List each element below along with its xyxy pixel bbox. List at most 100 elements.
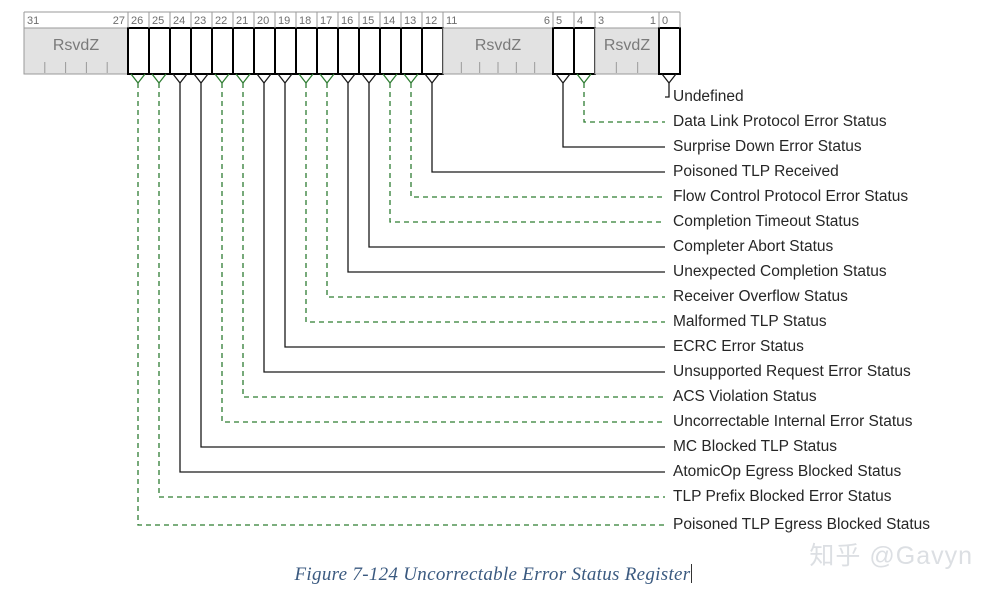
bit-number-13: 13 <box>404 15 416 27</box>
callout-label-bit-25: TLP Prefix Blocked Error Status <box>673 488 892 505</box>
field-bit-20 <box>253 27 276 75</box>
bit-number-19: 19 <box>278 15 290 27</box>
callout-leader-path <box>305 83 665 323</box>
bit-number-11: 11 <box>446 15 457 27</box>
callout-arrow-head <box>340 73 356 85</box>
figure-caption: Figure 7-124 Uncorrectable Error Status … <box>0 564 987 586</box>
callout-leader-bit-24 <box>172 73 665 473</box>
field-bit-19 <box>274 27 297 75</box>
bit-number-0: 0 <box>662 15 668 27</box>
callout-leader-path <box>179 83 665 473</box>
callout-arrow-head <box>298 73 314 85</box>
bit-cell-box <box>552 27 575 75</box>
bit-number-15: 15 <box>362 15 374 27</box>
field-rsvdz-31-27: RsvdZ <box>23 27 129 75</box>
bit-cell-box <box>573 27 596 75</box>
bit-cell-box <box>379 27 402 75</box>
callout-arrow-head <box>193 73 209 85</box>
callout-leader-path <box>263 83 665 373</box>
callout-leader-path <box>158 83 665 498</box>
field-bit-22 <box>211 27 234 75</box>
bit-number-16: 16 <box>341 15 353 27</box>
callout-arrow-head <box>424 73 440 85</box>
field-bit-18 <box>295 27 318 75</box>
callout-label-bit-24: AtomicOp Egress Blocked Status <box>673 463 902 480</box>
callout-label-bit-18: Malformed TLP Status <box>673 313 827 330</box>
callout-leader-bit-13 <box>403 73 665 198</box>
watermark: 知乎 @Gavyn <box>809 542 973 570</box>
callout-leader-bit-16 <box>340 73 665 273</box>
bit-number-3: 3 <box>598 15 604 27</box>
callout-leader-bit-23 <box>193 73 665 448</box>
field-bit-14 <box>379 27 402 75</box>
callout-arrow-head <box>382 73 398 85</box>
callout-label-bit-0: Undefined <box>673 88 744 105</box>
callout-label-bit-12: Poisoned TLP Received <box>673 163 839 180</box>
bit-number-22: 22 <box>215 15 227 27</box>
callout-label-bit-17: Receiver Overflow Status <box>673 288 848 305</box>
field-bit-21 <box>232 27 255 75</box>
callout-leader-path <box>347 83 665 273</box>
callout-arrow-head <box>214 73 230 85</box>
callout-leader-bit-4 <box>576 73 665 123</box>
callout-leader-path <box>326 83 665 298</box>
register-field-group: RsvdZ RsvdZ RsvdZ <box>23 27 681 75</box>
figure-caption-text: Figure 7-124 Uncorrectable Error Status … <box>294 564 691 585</box>
callout-leader-bit-22 <box>214 73 665 423</box>
callout-label-bit-13: Flow Control Protocol Error Status <box>673 188 908 205</box>
callout-arrow-head <box>235 73 251 85</box>
text-cursor <box>691 564 693 583</box>
bit-number-14: 14 <box>383 15 395 27</box>
bit-number-27: 27 <box>113 15 125 27</box>
callout-leader-path <box>242 83 665 398</box>
callout-leader-path <box>368 83 665 248</box>
bit-number-18: 18 <box>299 15 311 27</box>
callout-arrow-head <box>130 73 146 85</box>
bit-number-23: 23 <box>194 15 206 27</box>
callout-arrow-head <box>151 73 167 85</box>
reserved-field-label: RsvdZ <box>475 37 521 54</box>
bit-cell-box <box>148 27 171 75</box>
callout-label-bit-22: Uncorrectable Internal Error Status <box>673 413 913 430</box>
bit-number-12: 12 <box>425 15 437 27</box>
bit-cell-box <box>316 27 339 75</box>
callout-label-bit-5: Surprise Down Error Status <box>673 138 862 155</box>
bit-cell-box <box>358 27 381 75</box>
bit-number-1: 1 <box>650 15 656 27</box>
bit-cell-box <box>190 27 213 75</box>
callout-leader-bit-26 <box>130 73 665 526</box>
callout-label-bit-21: ACS Violation Status <box>673 388 817 405</box>
bit-cell-box <box>274 27 297 75</box>
callout-leader-bit-5 <box>555 73 665 148</box>
reserved-field-label: RsvdZ <box>604 37 650 54</box>
callout-label-bit-19: ECRC Error Status <box>673 338 804 355</box>
callout-leader-bit-20 <box>256 73 665 373</box>
callout-leader-path <box>410 83 665 198</box>
callout-leader-path <box>221 83 665 423</box>
field-bit-5 <box>552 27 575 75</box>
bit-cell-box <box>169 27 192 75</box>
callout-leader-path <box>665 83 670 98</box>
bit-cell-box <box>658 27 681 75</box>
callout-label-bit-16: Unexpected Completion Status <box>673 263 887 280</box>
callout-label-bit-15: Completer Abort Status <box>673 238 833 255</box>
bit-number-31: 31 <box>27 15 39 27</box>
bit-cell-box <box>253 27 276 75</box>
bit-number-25: 25 <box>152 15 164 27</box>
field-bit-13 <box>400 27 423 75</box>
field-bit-23 <box>190 27 213 75</box>
callout-leader-path <box>200 83 665 448</box>
field-bit-4 <box>573 27 596 75</box>
bit-cell-box <box>232 27 255 75</box>
callout-leader-bit-19 <box>277 73 665 348</box>
callout-leader-bit-17 <box>319 73 665 298</box>
bit-number-17: 17 <box>320 15 332 27</box>
bit-cell-box <box>421 27 444 75</box>
callout-arrow-head <box>403 73 419 85</box>
callout-arrow-head <box>256 73 272 85</box>
callout-leader-path <box>389 83 665 223</box>
